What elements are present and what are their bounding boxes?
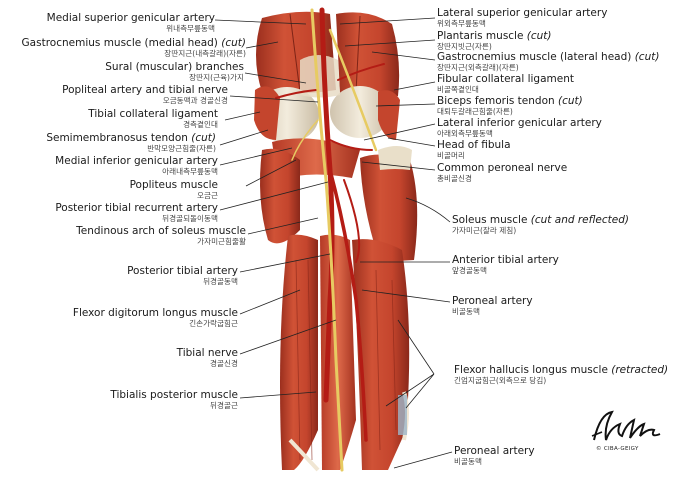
label-soleus-muscle: Soleus muscle (cut and reflected) 가자미근(잘… <box>452 214 629 236</box>
label-common-peroneal-nerve: Common peroneal nerve 총비골신경 <box>437 162 568 184</box>
label-head-of-fibula: Head of fibula 비골머리 <box>437 139 511 161</box>
label-anterior-tibial-artery: Anterior tibial artery 앞경골동맥 <box>452 254 559 276</box>
lower-leg-muscles <box>280 234 410 472</box>
label-tendinous-arch-soleus: Tendinous arch of soleus muscle 가자미근힘줄활 <box>76 225 246 247</box>
label-biceps-femoris-tendon: Biceps femoris tendon (cut) 대퇴두갈래근힘줄(자른) <box>437 95 583 117</box>
label-lateral-superior-genicular-artery: Lateral superior genicular artery 위외측무릎동… <box>437 7 608 29</box>
label-lateral-inferior-genicular-artery: Lateral inferior genicular artery 아래외측무릎… <box>437 117 602 139</box>
label-plantaris-muscle: Plantaris muscle (cut) 장딴지빗근(자른) <box>437 30 552 52</box>
label-popliteal-artery-tibial-nerve: Popliteal artery and tibial nerve 오금동맥과 … <box>62 84 228 106</box>
label-fibular-collateral-ligament: Fibular collateral ligament 비골쪽곁인대 <box>437 73 574 95</box>
nerves <box>291 8 378 472</box>
label-tibial-collateral-ligament: Tibial collateral ligament 경측곁인대 <box>88 108 218 130</box>
thigh-muscles <box>256 11 400 97</box>
signature-credit: © CIBA-GEIGY <box>596 446 639 452</box>
label-flexor-digitorum-longus: Flexor digitorum longus muscle 긴손가락굽힘근 <box>72 307 238 329</box>
label-sural-branches: Sural (muscular) branches 장딴지(근육)가지 <box>105 61 244 83</box>
label-tibialis-posterior: Tibialis posterior muscle 뒤경골근 <box>110 389 238 411</box>
label-gastrocnemius-medial-head: Gastrocnemius muscle (medial head) (cut)… <box>21 37 246 59</box>
label-flexor-hallucis-longus: Flexor hallucis longus muscle (retracted… <box>454 364 669 386</box>
signature-mark <box>591 410 661 441</box>
label-posterior-tibial-recurrent-artery: Posterior tibial recurrent artery 뒤경골되돌이… <box>55 202 218 224</box>
label-peroneal-artery: Peroneal artery 비골동맥 <box>452 295 533 317</box>
leader-lines <box>214 17 453 469</box>
label-medial-superior-genicular-artery: Medial superior genicular artery 위내측무릎동맥 <box>46 12 215 34</box>
label-tibial-nerve: Tibial nerve 경골신경 <box>176 347 238 369</box>
label-popliteus-muscle: Popliteus muscle 오금근 <box>129 179 218 201</box>
label-gastrocnemius-lateral-head: Gastrocnemius muscle (lateral head) (cut… <box>437 51 660 73</box>
label-semimembranosus-tendon: Semimembranosus tendon (cut) 반막모양근힘줄(자른) <box>46 132 216 154</box>
netter-signature: © CIBA-GEIGY <box>590 406 670 456</box>
soleus-shape <box>260 146 418 262</box>
label-posterior-tibial-artery: Posterior tibial artery 뒤경골동맥 <box>127 265 238 287</box>
label-peroneal-artery-lower: Peroneal artery 비골동맥 <box>454 445 535 467</box>
label-medial-inferior-genicular-artery: Medial inferior genicular artery 아래내측무릎동… <box>55 155 218 177</box>
